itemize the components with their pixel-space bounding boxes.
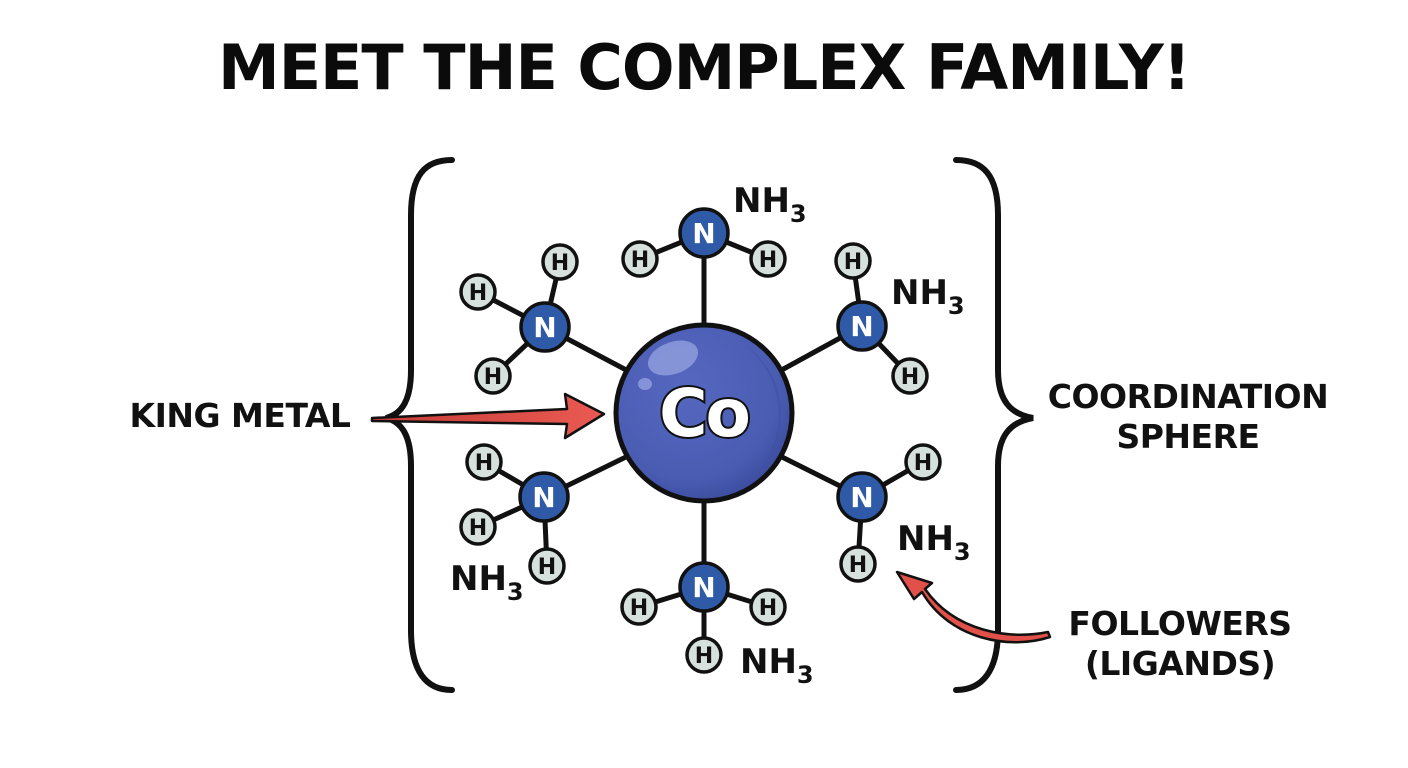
hydrogen-atom-symbol: H [849, 553, 867, 578]
nh3-label-upper-right: NH3 [891, 273, 965, 320]
co-highlight-large [647, 340, 699, 376]
hydrogen-atom: H [834, 242, 872, 280]
nitrogen-atom-symbol: N [692, 217, 715, 250]
hydrogen-atom-symbol: H [630, 596, 648, 621]
king-metal-label: KING METAL [129, 396, 351, 435]
ligand-formula-labels: NH3 NH3 NH3 NH3 NH3 [450, 181, 971, 689]
followers-arrow [895, 570, 1052, 644]
hydrogen-atom: H [541, 243, 579, 281]
hydrogen-atom: H [749, 588, 787, 626]
followers-line1: FOLLOWERS [1068, 604, 1292, 643]
nh3-label-lower-left: NH3 [450, 559, 524, 606]
nh3-label-lower-right: NH3 [897, 519, 971, 566]
hydrogen-atom: H [620, 588, 658, 626]
hydrogen-atom-symbol: H [901, 365, 919, 390]
hydrogen-atom-symbol: H [538, 555, 556, 580]
hydrogen-atom-symbol: H [695, 644, 713, 669]
diagram-title: MEET THE COMPLEX FAMILY! [218, 31, 1191, 104]
hydrogen-atom: H [528, 547, 566, 585]
coordination-sphere-label: COORDINATION SPHERE [1030, 377, 1346, 457]
co-highlight-small [638, 378, 652, 390]
hydrogen-atom: H [459, 273, 497, 311]
nitrogen-atom-symbol: N [692, 571, 715, 604]
coordination-sphere-line2: SPHERE [1116, 417, 1260, 456]
hydrogen-atom-symbol: H [759, 596, 777, 621]
central-metal-atom: Co [613, 322, 795, 504]
hydrogen-atom: H [891, 357, 929, 395]
nitrogen-atom: N [836, 300, 888, 352]
hydrogen-atom-symbol: H [759, 248, 777, 273]
hydrogen-atom-symbol: H [551, 251, 569, 276]
nitrogen-atom: N [678, 207, 730, 259]
nitrogen-atom-symbol: N [532, 481, 555, 514]
nitrogen-atom-symbol: N [850, 310, 873, 343]
nitrogen-atom: N [519, 301, 571, 353]
hydrogen-atom-symbol: H [484, 365, 502, 390]
right-brace [953, 157, 1034, 693]
hydrogen-atom-symbol: H [914, 451, 932, 476]
nitrogen-atom: N [518, 471, 570, 523]
hydrogen-atom: H [904, 443, 942, 481]
nh3-label-top: NH3 [733, 181, 807, 228]
hydrogen-atom: H [474, 357, 512, 395]
hydrogen-atom: H [621, 240, 659, 278]
hydrogen-atom-symbol: H [631, 248, 649, 273]
hydrogen-atoms: H H H H H H H H H H H H H H H [459, 240, 942, 674]
left-brace [385, 157, 455, 693]
co-symbol: Co [659, 375, 749, 452]
nitrogen-atom: N [836, 471, 888, 523]
hydrogen-atom: H [459, 508, 497, 546]
hydrogen-atom: H [685, 636, 723, 674]
nitrogen-atom-symbol: N [533, 311, 556, 344]
followers-ligands-label: FOLLOWERS (LIGANDS) [1052, 604, 1308, 684]
hydrogen-atom-symbol: H [475, 451, 493, 476]
hydrogen-atom: H [839, 545, 877, 583]
nh3-label-bottom: NH3 [740, 642, 814, 689]
coordination-sphere-line1: COORDINATION [1047, 377, 1329, 416]
nitrogen-atom: N [678, 561, 730, 613]
hydrogen-atom: H [749, 240, 787, 278]
followers-line2: (LIGANDS) [1084, 644, 1276, 683]
hydrogen-atom-symbol: H [469, 516, 487, 541]
king-metal-arrow [370, 392, 606, 440]
hydrogen-atom-symbol: H [844, 250, 862, 275]
nitrogen-atom-symbol: N [850, 481, 873, 514]
hydrogen-atom: H [465, 443, 503, 481]
hydrogen-atom-symbol: H [469, 281, 487, 306]
nitrogen-atoms: N N N N N N [518, 207, 888, 613]
